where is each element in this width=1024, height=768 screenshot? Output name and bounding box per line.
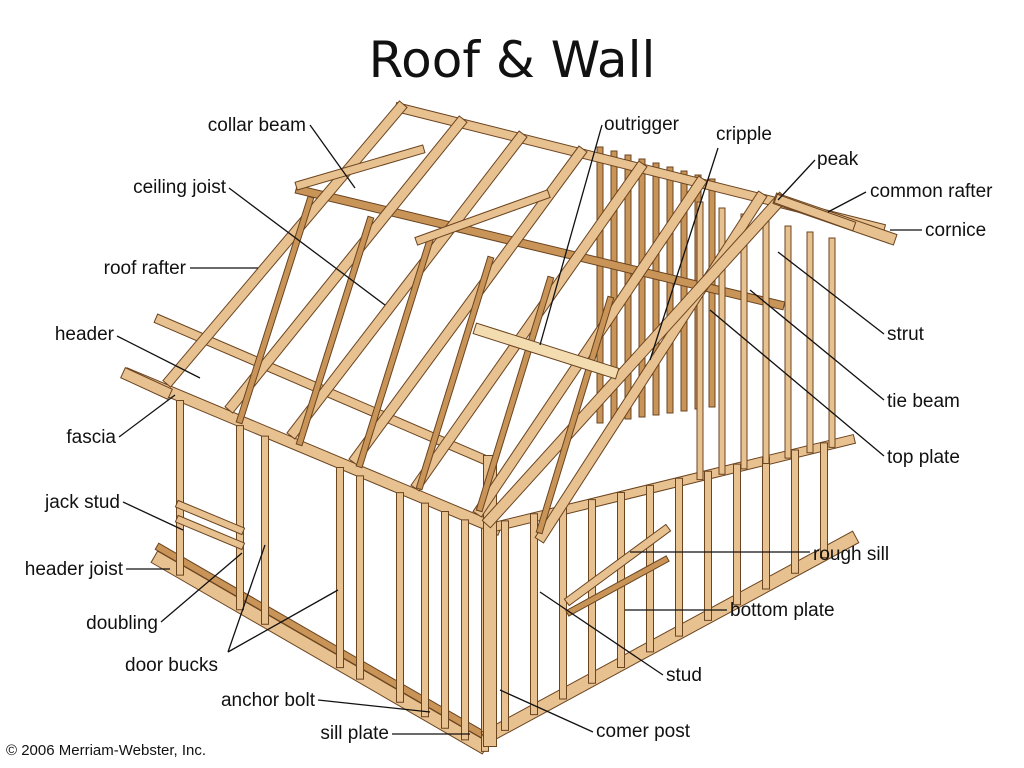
leader-jack-stud [122,501,184,531]
window-sill [176,516,244,549]
leader-collar-beam [309,124,356,189]
roof-rafter-board [411,161,647,491]
frame-lumber [120,100,898,755]
common-rafter-board [482,192,788,528]
label-roof-rafter: roof rafter [103,258,186,279]
rough-sill-board [565,525,670,605]
leader-outrigger [539,124,603,346]
leader-corner-post [499,689,594,733]
leader-doubling [160,552,243,623]
outrigger-board [473,323,619,379]
ceiling-joist-board [416,256,494,490]
ceiling-joist-board [296,216,374,446]
label-doubling: doubling [86,613,158,634]
leader-tie-beam [749,289,885,401]
leader-cripple [649,147,719,361]
leader-anchor-bolt [317,699,431,713]
label-outrigger: outrigger [604,114,679,135]
collar-beam-board-2 [415,190,550,245]
front-bottom-plate [151,551,489,754]
label-corner-post: comer post [596,721,690,742]
label-strut: strut [887,324,924,345]
roof-rafter-board [163,101,407,387]
label-jack-stud: jack stud [45,492,120,513]
label-tie-beam: tie beam [887,391,960,412]
label-peak: peak [817,149,859,170]
leader-stud [539,591,664,676]
leader-door-bucks-1 [227,544,266,653]
roof-rafter-board [225,116,467,413]
label-anchor-bolt: anchor bolt [220,690,315,711]
label-cornice: cornice [925,220,987,241]
side-bottom-plate [481,531,859,744]
roof-rafter-board [287,131,527,439]
ceiling-joist-board [536,296,614,534]
label-header: header [54,324,114,345]
label-fascia: fascia [66,427,116,448]
label-common-rafter: common rafter [870,181,993,202]
leader-strut [777,251,885,335]
leader-fascia [118,394,176,438]
label-header-joist: header joist [24,559,123,580]
leader-common-rafter [827,191,867,213]
label-bottom-plate: bottom plate [730,600,835,621]
slide-title: Roof & Wall [368,31,656,89]
label-cripple: cripple [716,124,772,145]
label-ceiling-joist: ceiling joist [133,177,226,198]
label-stud: stud [666,665,702,686]
label-top-plate: top plate [887,447,960,468]
label-rough-sill: rough sill [813,544,890,565]
leader-header [116,335,201,379]
sill-plate-board [155,543,485,738]
label-door-bucks: door bucks [125,655,218,676]
peak-board [774,194,856,231]
label-leader-lines [116,124,922,735]
ceiling-joist-board [236,196,314,424]
fascia-board [121,368,172,399]
leader-top-plate [709,309,885,457]
ceiling-joist-board [356,236,434,468]
front-top-plate [123,368,502,535]
label-collar-beam: collar beam [207,115,306,136]
label-sill-plate: sill plate [320,723,389,744]
copyright-notice: © 2006 Merriam-Webster, Inc. [6,742,207,759]
leader-ceiling-joist [228,187,386,306]
leader-door-bucks-2 [227,589,339,653]
leader-peak [777,159,816,201]
window-header [176,501,244,534]
roof-rafter-board [473,176,707,517]
ceiling-joist-board [476,276,554,512]
window-bottom [566,556,669,616]
roof-rafter-board [349,146,587,465]
collar-beam-board [295,145,425,190]
